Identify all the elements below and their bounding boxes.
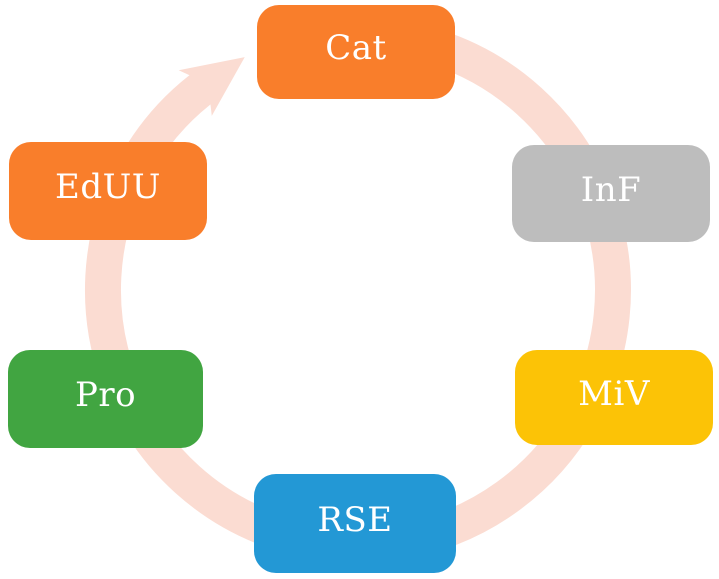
cycle-node-label: RSE bbox=[317, 499, 393, 540]
cycle-node-label: InF bbox=[580, 169, 642, 210]
cycle-node-pro[interactable]: Pro bbox=[8, 350, 203, 448]
cycle-node-label: Cat bbox=[325, 28, 387, 68]
cycle-node-cat[interactable]: Cat bbox=[257, 5, 455, 99]
cycle-node-label: EdUU bbox=[55, 167, 161, 207]
cycle-node-rse[interactable]: RSE bbox=[254, 474, 456, 573]
cycle-node-label: MiV bbox=[578, 373, 650, 414]
cycle-node-label: Pro bbox=[74, 375, 137, 415]
cycle-arrow-path bbox=[84, 30, 631, 563]
cycle-node-inf[interactable]: InF bbox=[512, 145, 710, 242]
cycle-node-miv[interactable]: MiV bbox=[515, 350, 713, 445]
cycle-node-eduu[interactable]: EdUU bbox=[9, 142, 207, 240]
